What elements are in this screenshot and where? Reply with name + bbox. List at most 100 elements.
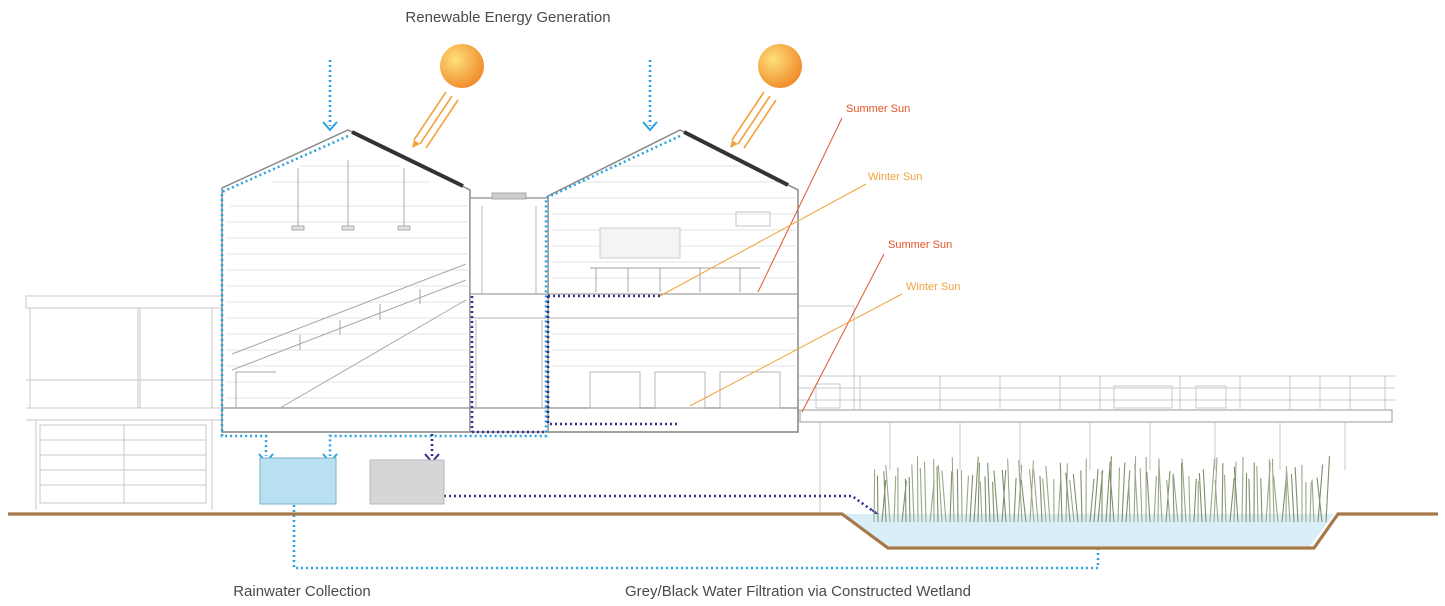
reed-blade (1020, 479, 1027, 523)
reed-blade (1316, 477, 1323, 523)
winter-sun-line-lower (689, 293, 903, 407)
ground-line (8, 512, 1438, 550)
reed-blade (1065, 472, 1071, 523)
sun-angle-lines (659, 117, 903, 413)
reed-blade (923, 461, 927, 523)
reed-blade (1202, 469, 1207, 523)
reed-blade (1294, 467, 1299, 523)
skylight (491, 192, 527, 200)
greywater-tank-icon (369, 459, 445, 505)
sun-icon (440, 44, 484, 88)
reed-blade (984, 476, 987, 523)
renewable-energy-label: Renewable Energy Generation (405, 9, 610, 26)
reed-blade (960, 470, 963, 523)
reed-blade (1248, 478, 1251, 523)
reed-blade (1045, 465, 1051, 523)
reed-blade (881, 479, 887, 523)
constructed-wetland (842, 456, 1334, 546)
reed-blade (1166, 479, 1171, 523)
reed-blade (1271, 458, 1275, 523)
reed-blade (1260, 478, 1263, 523)
reed-blade (1133, 456, 1137, 523)
reed-blade (1229, 477, 1235, 523)
summer-sun-label-lower: Summer Sun (888, 239, 952, 251)
reed-blade (937, 464, 943, 523)
reed-blade (1105, 461, 1111, 523)
left-pavilion (221, 129, 471, 433)
reed-blade (1109, 470, 1115, 523)
reed-blade (1268, 459, 1271, 523)
reed-blade (1007, 458, 1011, 523)
reed-blade (1146, 471, 1151, 523)
right-deck-structure (797, 305, 1395, 512)
reed-blade (1059, 462, 1063, 523)
reed-blade (993, 470, 999, 523)
winter-sun-label-upper: Winter Sun (868, 171, 922, 183)
reed-blade (1042, 478, 1047, 523)
reed-blade (916, 456, 919, 523)
reed-blade (1121, 462, 1126, 523)
reed-blade (951, 457, 955, 523)
reed-blade (941, 470, 947, 523)
reed-blade (1245, 473, 1248, 523)
reed-blade (1290, 473, 1295, 523)
reed-blade (1172, 473, 1179, 523)
reed-blade (873, 469, 876, 523)
reed-blade (936, 466, 939, 523)
reed-blade (1311, 479, 1315, 523)
reed-blade (965, 475, 969, 523)
reed-blade (1072, 474, 1079, 523)
reed-blade (1018, 460, 1023, 523)
reed-blade (1286, 469, 1291, 523)
reed-blade (1001, 469, 1007, 523)
summer-sun-line-lower (801, 253, 885, 413)
reed-blade (893, 475, 897, 523)
reed-blade (1153, 475, 1157, 523)
reed-blade (1093, 468, 1099, 523)
reed-blade (1033, 469, 1039, 523)
reed-blade (919, 467, 923, 523)
summer-sun-label-upper: Summer Sun (846, 103, 910, 115)
reed-blade (1128, 480, 1131, 523)
reed-blade (1317, 464, 1324, 523)
rainwater-tank-icon (259, 457, 337, 505)
reed-blade (1089, 478, 1095, 523)
reed-blade (956, 469, 959, 523)
connector-link (469, 197, 549, 433)
reed-blade (1214, 479, 1219, 523)
reed-blade (1233, 461, 1237, 523)
reed-blade (1080, 470, 1083, 523)
greywater-arrowheads (424, 453, 884, 523)
reed-blade (908, 477, 911, 523)
renewable-energy-suns (412, 44, 802, 149)
building-section (221, 129, 799, 433)
reed-blade (876, 475, 879, 523)
sun-icon (758, 44, 802, 88)
reed-blade (1117, 467, 1121, 523)
reed-blade (969, 474, 974, 523)
winter-sun-line-upper (659, 183, 867, 297)
reed-blade (1039, 475, 1043, 523)
reed-blade (979, 481, 983, 523)
reed-blade (1028, 469, 1035, 523)
reed-blade (1158, 460, 1163, 523)
reed-blade (987, 462, 991, 523)
reed-blade (1325, 456, 1331, 523)
reed-blade (1013, 477, 1017, 523)
reed-blade (977, 462, 980, 523)
reed-blade (1209, 458, 1216, 523)
wetland-reeds-icon (873, 456, 1331, 523)
solar-rays (413, 91, 777, 149)
left-deck-structure (25, 295, 223, 510)
reed-blade (1309, 481, 1312, 523)
right-pavilion (547, 129, 799, 433)
reed-blade (911, 464, 915, 523)
reed-blade (949, 471, 953, 523)
reed-blade (1223, 474, 1227, 523)
rainwater-flow (220, 60, 1100, 570)
reed-blade (1172, 475, 1175, 523)
reed-blade (1069, 479, 1075, 523)
reed-blade (1233, 466, 1239, 523)
reed-blade (904, 478, 907, 523)
